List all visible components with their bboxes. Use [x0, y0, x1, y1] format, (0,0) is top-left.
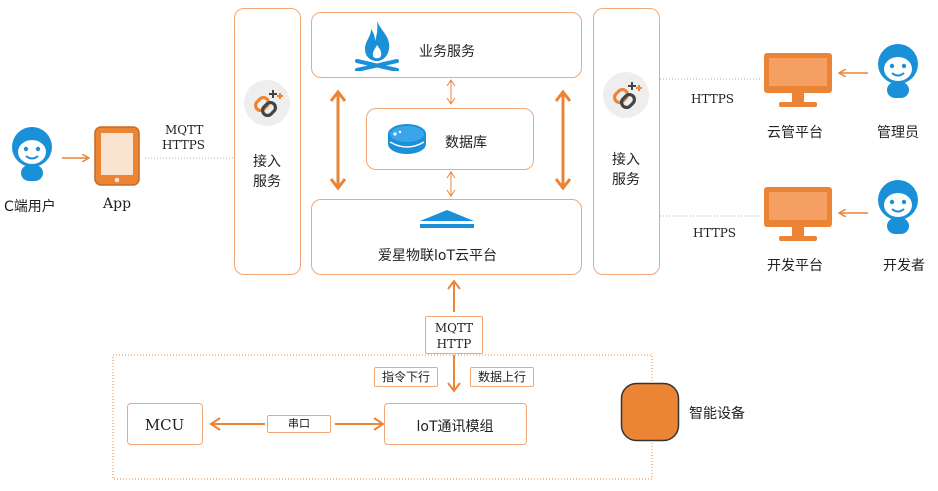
device-protocol-mqtt: MQTT: [434, 321, 474, 335]
arrow-to-module: [335, 417, 385, 431]
data-up-tag: 数据上行: [470, 367, 534, 387]
https-bottom: HTTPS: [693, 226, 736, 240]
arrow-down-to-module: [447, 355, 461, 393]
link-add-icon: [243, 79, 291, 127]
dev-platform-label: 开发平台: [767, 258, 823, 274]
user-avatar-icon: [10, 125, 54, 181]
database-box[interactable]: 数据库: [366, 108, 534, 170]
iot-module-box[interactable]: loT通讯模组: [384, 403, 527, 445]
thin-arrow-db-platform: [446, 171, 456, 197]
developer-avatar-icon: [876, 178, 920, 234]
access-service-left[interactable]: 接入 服务: [234, 8, 301, 275]
link-add-icon: [602, 71, 650, 119]
smart-device-square-icon: [620, 382, 680, 442]
database-icon: [387, 122, 427, 156]
thin-arrow-business-db: [446, 79, 456, 105]
developer-label: 开发者: [883, 258, 925, 274]
serial-tag: 串口: [267, 415, 331, 433]
access-left-line1: 接入: [253, 154, 281, 170]
cmd-down-tag: 指令下行: [374, 367, 438, 387]
cloud-mgmt-label: 云管平台: [767, 125, 823, 141]
mcu-box[interactable]: MCU: [127, 403, 203, 445]
user-label: C端用户: [4, 199, 56, 215]
iot-platform-box[interactable]: 爱星物联loT云平台: [311, 199, 582, 275]
admin-avatar-icon: [876, 42, 920, 98]
app-label: App: [103, 196, 132, 212]
flame-icon: [353, 19, 401, 72]
platform-label: 爱星物联loT云平台: [378, 248, 498, 264]
https-top: HTTPS: [691, 92, 734, 106]
access-right-line2: 服务: [612, 172, 640, 188]
business-service-box[interactable]: 业务服务: [311, 12, 582, 78]
app-protocol-https: HTTPS: [162, 138, 205, 152]
admin-label: 管理员: [877, 125, 919, 141]
access-right-line1: 接入: [612, 152, 640, 168]
mcu-label: MCU: [144, 416, 185, 434]
device-protocol-tag: MQTT HTTP: [425, 316, 483, 354]
app-protocol-mqtt: MQTT: [165, 123, 204, 137]
access-service-right[interactable]: 接入 服务: [593, 8, 660, 275]
smart-device-label: 智能设备: [689, 406, 745, 422]
roof-icon: [419, 209, 475, 229]
module-label: loT通讯模组: [416, 419, 494, 435]
arrow-up-to-platform: [447, 279, 461, 312]
monitor-icon: [763, 186, 833, 244]
access-left-line2: 服务: [253, 174, 281, 190]
business-label: 业务服务: [419, 44, 475, 60]
device-protocol-http: HTTP: [436, 337, 472, 351]
arrow-to-mcu: [209, 417, 265, 431]
double-arrow-left: [329, 89, 347, 191]
database-label: 数据库: [445, 135, 487, 151]
monitor-icon: [763, 52, 833, 110]
double-arrow-right: [554, 89, 572, 191]
tablet-icon: [94, 126, 140, 186]
